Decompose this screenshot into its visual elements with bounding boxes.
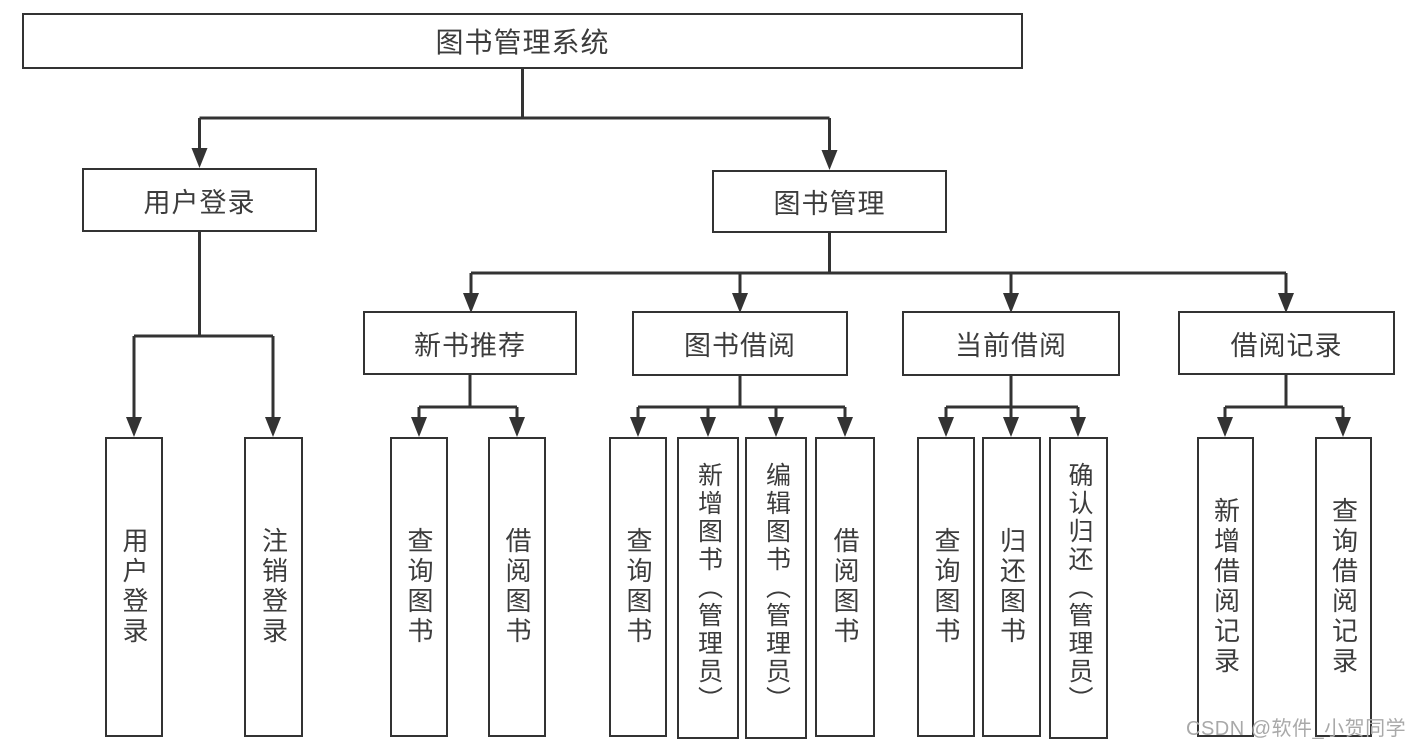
node-label: 图书管理系统 <box>435 27 610 58</box>
node-new-book-recommend: 新书推荐 <box>363 311 577 375</box>
leaf-label: 新增图书（管理员） <box>694 462 723 714</box>
leaf-borrowing-add-book-admin: 新增图书（管理员） <box>677 437 739 739</box>
leaf-current-query-books: 查询图书 <box>917 437 975 737</box>
node-book-management: 图书管理 <box>712 170 947 233</box>
leaf-user-login: 用户登录 <box>105 437 163 737</box>
leaf-newbooks-borrow-books: 借阅图书 <box>488 437 546 737</box>
leaf-label: 查询图书 <box>931 527 961 647</box>
node-user-login: 用户登录 <box>82 168 317 232</box>
arrowhead-icons <box>126 148 1351 437</box>
leaf-records-add-record: 新增借阅记录 <box>1197 437 1254 737</box>
node-library-system: 图书管理系统 <box>22 13 1023 69</box>
leaf-records-query-record: 查询借阅记录 <box>1315 437 1372 737</box>
node-label: 用户登录 <box>143 187 256 218</box>
leaf-label: 查询借阅记录 <box>1328 497 1359 677</box>
node-book-borrowing: 图书借阅 <box>632 311 848 376</box>
node-label: 图书借阅 <box>684 331 796 361</box>
leaf-newbooks-query-books: 查询图书 <box>390 437 448 737</box>
leaf-current-return-books: 归还图书 <box>982 437 1041 737</box>
watermark: CSDN @软件_小贺同学 <box>1186 718 1405 740</box>
leaf-label: 用户登录 <box>119 527 149 647</box>
node-label: 借阅记录 <box>1230 330 1343 361</box>
node-label: 图书管理 <box>773 189 886 219</box>
node-label: 新书推荐 <box>414 330 526 361</box>
node-current-borrowing: 当前借阅 <box>902 311 1120 376</box>
leaf-label: 借阅图书 <box>830 527 860 647</box>
leaf-borrowing-edit-book-admin: 编辑图书（管理员） <box>745 437 807 739</box>
leaf-borrowing-borrow-books: 借阅图书 <box>815 437 875 737</box>
leaf-label: 查询图书 <box>623 527 653 647</box>
leaf-current-confirm-return-admin: 确认归还（管理员） <box>1049 437 1108 739</box>
tree-connector-path <box>132 67 1345 423</box>
leaf-label: 借阅图书 <box>502 527 532 647</box>
leaf-label: 编辑图书（管理员） <box>762 462 791 714</box>
leaf-label: 新增借阅记录 <box>1210 497 1241 677</box>
leaf-borrowing-query-books: 查询图书 <box>609 437 667 737</box>
node-borrow-records: 借阅记录 <box>1178 311 1395 375</box>
leaf-logout: 注销登录 <box>244 437 303 737</box>
node-label: 当前借阅 <box>955 331 1067 361</box>
leaf-label: 查询图书 <box>404 527 434 647</box>
leaf-label: 归还图书 <box>996 527 1027 647</box>
leaf-label: 确认归还（管理员） <box>1065 462 1093 714</box>
leaf-label: 注销登录 <box>258 527 289 647</box>
